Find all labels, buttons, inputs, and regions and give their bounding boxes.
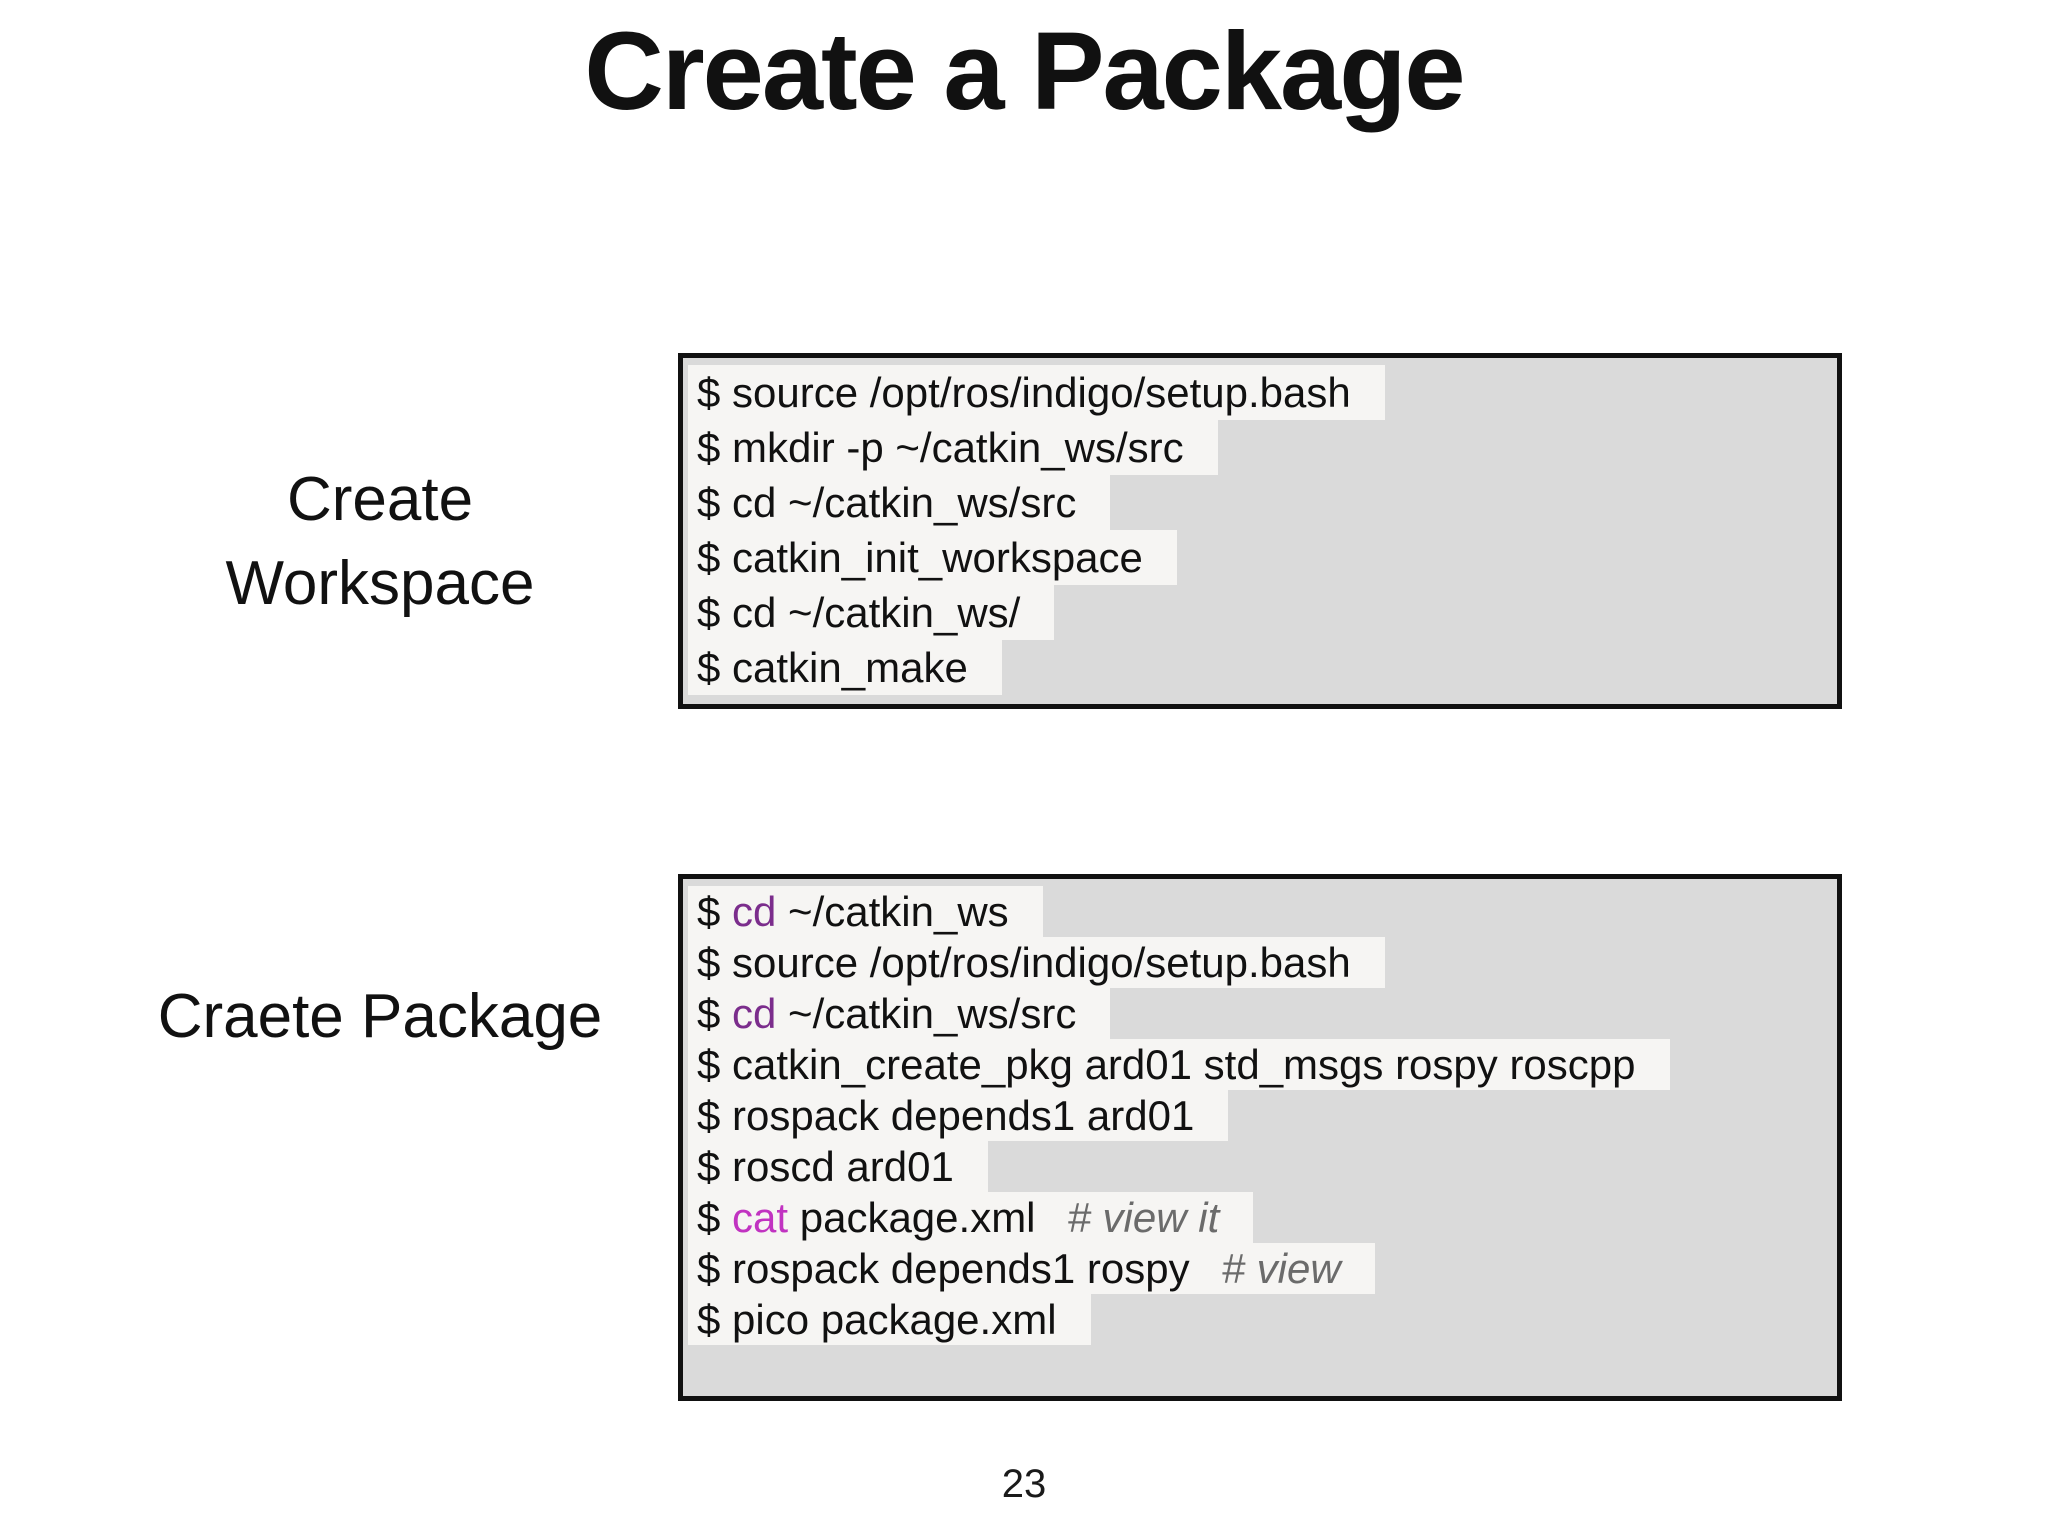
- section-label-create-workspace: Create Workspace: [225, 465, 535, 618]
- code-line-highlight: $ cd ~/catkin_ws/: [688, 585, 1055, 640]
- code-line: $ cat package.xml # view it: [688, 1192, 1837, 1243]
- code-line-highlight: $ cd ~/catkin_ws/src: [688, 475, 1111, 530]
- code-line: $ cd ~/catkin_ws/src: [688, 475, 1837, 530]
- code-text-segment: package.xml: [788, 1194, 1036, 1241]
- code-line-highlight: $ catkin_init_workspace: [688, 530, 1177, 585]
- code-text-segment: $: [697, 990, 733, 1037]
- code-line-highlight: $ source /opt/ros/indigo/setup.bash: [688, 937, 1385, 988]
- code-text-segment: cd: [732, 888, 777, 935]
- code-text-segment: # view it: [1067, 1194, 1220, 1241]
- code-text-segment: $: [697, 888, 733, 935]
- code-line-highlight: $ catkin_create_pkg ard01 std_msgs rospy…: [688, 1039, 1670, 1090]
- code-line-highlight: $ source /opt/ros/indigo/setup.bash: [688, 365, 1385, 420]
- code-line: $ catkin_init_workspace: [688, 530, 1837, 585]
- code-line: $ rospack depends1 ard01: [688, 1090, 1837, 1141]
- code-text-segment: $ catkin_init_workspace: [697, 534, 1143, 581]
- code-line-highlight: $ mkdir -p ~/catkin_ws/src: [688, 420, 1218, 475]
- code-line: $ cd ~/catkin_ws/src: [688, 988, 1837, 1039]
- code-text-segment: $ mkdir -p ~/catkin_ws/src: [697, 424, 1184, 471]
- code-line: $ pico package.xml: [688, 1294, 1837, 1345]
- code-text-segment: $ cd ~/catkin_ws/: [697, 589, 1021, 636]
- code-line-highlight: $ cat package.xml # view it: [688, 1192, 1254, 1243]
- slide-title: Create a Package: [584, 10, 1465, 133]
- code-line: $ cd ~/catkin_ws/: [688, 585, 1837, 640]
- code-line: $ roscd ard01: [688, 1141, 1837, 1192]
- code-line-highlight: $ catkin_make: [688, 640, 1002, 695]
- code-text-segment: ~/catkin_ws/src: [776, 990, 1077, 1037]
- code-line-highlight: $ cd ~/catkin_ws/src: [688, 988, 1111, 1039]
- code-line: $ source /opt/ros/indigo/setup.bash: [688, 365, 1837, 420]
- code-line-highlight: $ rospack depends1 ard01: [688, 1090, 1229, 1141]
- code-line: $ catkin_make: [688, 640, 1837, 695]
- code-line-highlight: $ pico package.xml: [688, 1294, 1091, 1345]
- code-text-segment: cd: [732, 990, 777, 1037]
- code-box-create-package: $ cd ~/catkin_ws$ source /opt/ros/indigo…: [678, 874, 1842, 1401]
- code-text-segment: $ catkin_make: [697, 644, 968, 691]
- section-label-create-package: Craete Package: [157, 982, 603, 1051]
- code-text-segment: cat: [732, 1194, 789, 1241]
- code-text-segment: # view: [1221, 1245, 1341, 1292]
- code-text-segment: $ source /opt/ros/indigo/setup.bash: [697, 369, 1351, 416]
- code-text-segment: $ source /opt/ros/indigo/setup.bash: [697, 939, 1351, 986]
- code-line: $ cd ~/catkin_ws: [688, 886, 1837, 937]
- code-line: $ catkin_create_pkg ard01 std_msgs rospy…: [688, 1039, 1837, 1090]
- code-text-segment: $ catkin_create_pkg ard01 std_msgs rospy…: [697, 1041, 1636, 1088]
- code-line: $ source /opt/ros/indigo/setup.bash: [688, 937, 1837, 988]
- page-number: 23: [1001, 1462, 1047, 1506]
- code-box-create-workspace: $ source /opt/ros/indigo/setup.bash $ mkd…: [678, 353, 1842, 709]
- code-text-segment: $ cd ~/catkin_ws/src: [697, 479, 1077, 526]
- code-text-segment: $ pico package.xml: [697, 1296, 1057, 1343]
- code-line: $ mkdir -p ~/catkin_ws/src: [688, 420, 1837, 475]
- code-text-segment: $ rospack depends1 ard01: [697, 1092, 1195, 1139]
- code-line: $ rospack depends1 rospy # view: [688, 1243, 1837, 1294]
- code-text-segment: ~/catkin_ws: [776, 888, 1009, 935]
- code-line-highlight: $ roscd ard01: [688, 1141, 988, 1192]
- code-line-highlight: $ cd ~/catkin_ws: [688, 886, 1043, 937]
- code-text-segment: $ rospack depends1 rospy: [697, 1245, 1190, 1292]
- code-text-segment: $: [697, 1194, 733, 1241]
- code-line-highlight: $ rospack depends1 rospy # view: [688, 1243, 1375, 1294]
- code-text-segment: $ roscd ard01: [697, 1143, 954, 1190]
